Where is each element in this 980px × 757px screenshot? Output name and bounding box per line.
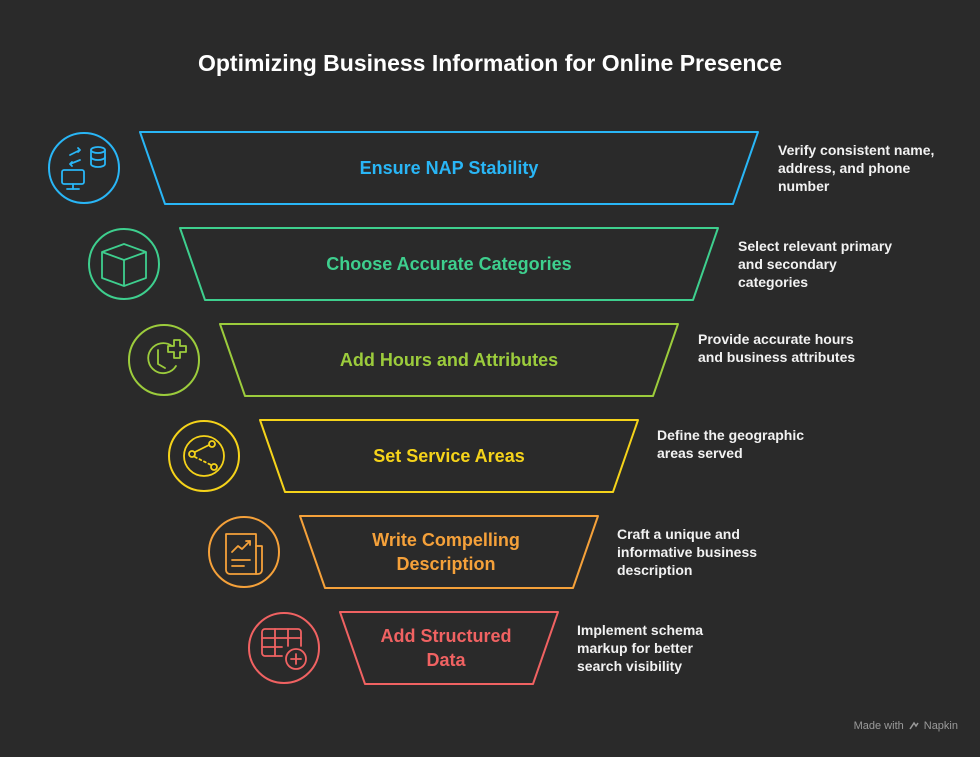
cube-icon [101, 243, 147, 287]
stage-3-label: Add Hours and Attributes [339, 350, 559, 370]
stage-6-icon-ring [248, 612, 320, 684]
stage-6-label: Add Structured Data [380, 626, 512, 670]
stage-5-description: Craft a unique and informative business … [617, 526, 758, 578]
stage-2-icon-ring [88, 228, 160, 300]
stage-6-description: Implement schema markup for better searc… [577, 622, 704, 674]
stage-3-band [219, 323, 679, 397]
chart-document-icon [225, 533, 263, 575]
stage-5-icon-ring [208, 516, 280, 588]
stage-1-description: Verify consistent name, address, and pho… [778, 142, 935, 194]
stage-4-band [259, 419, 639, 493]
stage-1-band [139, 131, 759, 205]
stage-1 [48, 131, 759, 205]
map-route-icon [183, 435, 225, 477]
stage-5-band [299, 515, 599, 589]
computer-database-sync-icon [61, 146, 106, 190]
stage-6-band [339, 611, 559, 685]
clock-plus-icon [147, 339, 187, 375]
stage-1-label: Ensure NAP Stability [359, 158, 539, 178]
stage-3 [128, 323, 679, 397]
stage-2-description: Select relevant primary and secondary ca… [738, 238, 893, 290]
stage-2-band [179, 227, 719, 301]
stage-5 [208, 515, 599, 589]
stage-1-icon-ring [48, 132, 120, 204]
napkin-brand-label: Napkin [923, 720, 958, 732]
stage-2-label: Choose Accurate Categories [326, 254, 572, 274]
stage-4-label: Set Service Areas [373, 446, 525, 466]
stage-6 [248, 611, 559, 685]
made-with-napkin: Made with Napkin [854, 720, 958, 732]
napkin-logo-icon [909, 721, 919, 730]
stage-4-description: Define the geographic areas served [657, 427, 805, 461]
stage-3-icon-ring [128, 324, 200, 396]
stage-5-label: Write Compelling Description [372, 530, 520, 574]
table-add-icon [261, 628, 307, 670]
diagram-title: Optimizing Business Information for Onli… [197, 50, 783, 76]
stage-2 [88, 227, 719, 301]
stage-4-icon-ring [168, 420, 240, 492]
stage-3-description: Provide accurate hours and business attr… [698, 331, 856, 365]
made-with-label: Made with [853, 720, 904, 732]
stage-4 [168, 419, 639, 493]
